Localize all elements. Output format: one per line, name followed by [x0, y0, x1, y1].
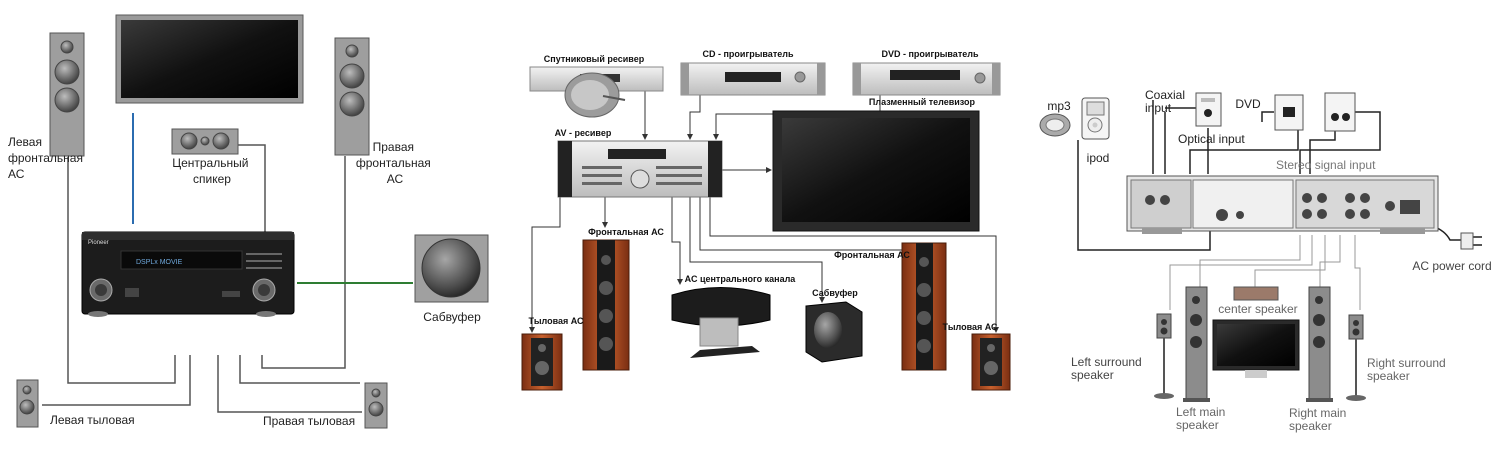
plasma-tv-label: Плазменный телевизор [869, 97, 976, 107]
mp3-player-icon [1039, 113, 1071, 137]
ac-power-label: AC power cord [1412, 259, 1491, 273]
rear-right-speaker-icon [364, 382, 388, 429]
av-receiver-middle-icon [557, 140, 723, 198]
rear-left-label: Левая тыловая [50, 413, 135, 427]
left-main-speaker-icon [1183, 286, 1210, 402]
center-speaker-room-label: center speaker [1218, 302, 1297, 316]
right-main-speaker-icon [1306, 286, 1333, 402]
rear-right-label: Правая тыловая [263, 414, 355, 428]
coaxial-input-icon [1195, 92, 1222, 127]
ac-plug-icon [1460, 232, 1482, 250]
ipod-label: ipod [1087, 151, 1110, 165]
rear-left-speaker-icon [16, 379, 39, 428]
dvd-player-icon [852, 62, 1001, 96]
subwoofer-middle-icon [805, 301, 863, 363]
cd-player-label: CD - проигрыватель [703, 49, 794, 59]
dvd-player-label: DVD - проигрыватель [882, 49, 979, 59]
panel-left-diagram: Левая фронтальная АС Правая фронтальная … [8, 14, 489, 429]
right-surround-speaker-icon [1346, 314, 1366, 401]
tv-screen [115, 14, 304, 104]
panel-right-diagram: mp3 ipod Coaxial input DVD [1039, 88, 1492, 433]
receiver-display: DSPLx MOVIE [136, 259, 183, 266]
front-left-tower-label: Фронтальная АС [588, 227, 664, 237]
panel-middle-diagram: Спутниковый ресивер CD - проигрыватель D… [521, 49, 1011, 391]
satellite-receiver-icon [529, 66, 664, 118]
center-channel-label: АС центрального канала [685, 274, 797, 284]
subwoofer-label: Сабвуфер [423, 310, 481, 324]
left-surround-speaker-icon [1154, 313, 1174, 399]
center-channel-icon [671, 287, 771, 358]
optical-input-label: Optical input [1178, 132, 1245, 146]
mp3-label: mp3 [1047, 99, 1071, 113]
ipod-icon [1081, 97, 1110, 140]
av-receiver-middle-label: AV - ресивер [555, 128, 612, 138]
center-speaker-room-icon [1233, 286, 1279, 301]
subwoofer-middle-label: Сабвуфер [812, 288, 858, 298]
stereo-signal-label: Stereo signal input [1276, 158, 1376, 172]
rear-left-bookshelf-icon [521, 333, 563, 391]
right-main-label: Right main speaker [1289, 406, 1350, 433]
front-left-label: Левая фронтальная АС [8, 135, 86, 181]
front-left-speaker-icon [49, 32, 85, 157]
rear-right-bookshelf-icon [971, 333, 1011, 391]
coaxial-label: Coaxial input [1145, 88, 1188, 115]
arrow-heads-middle [529, 134, 999, 333]
signal-cables-middle [531, 88, 997, 330]
center-speaker-label: Центральный спикер [172, 156, 252, 186]
center-speaker-icon [171, 128, 239, 155]
front-right-tower-label: Фронтальная АС [834, 250, 910, 260]
receiver-brand: Pioneer [88, 240, 109, 246]
rear-right-bookshelf-label: Тыловая АС [942, 322, 998, 332]
room-tv-icon [1212, 319, 1300, 378]
stereo-rca-icon [1324, 92, 1356, 132]
front-right-label: Правая фронтальная АС [356, 140, 434, 186]
front-right-tower-icon [901, 242, 947, 371]
cd-player-icon [680, 62, 826, 96]
subwoofer-icon [414, 234, 489, 303]
rear-left-bookshelf-label: Тыловая АС [528, 316, 584, 326]
left-main-label: Left main speaker [1176, 405, 1229, 432]
speaker-wires-right [1169, 235, 1361, 310]
dvd-label: DVD [1235, 97, 1261, 111]
dvd-output-icon [1274, 94, 1304, 131]
plasma-tv-icon [772, 110, 980, 232]
front-left-tower-icon [582, 239, 630, 371]
left-surround-label: Left surround speaker [1071, 355, 1145, 382]
front-right-speaker-icon [334, 37, 370, 156]
right-surround-label: Right surround speaker [1367, 356, 1449, 383]
satellite-receiver-label: Спутниковый ресивер [544, 54, 645, 64]
av-receiver-icon: DSPLx MOVIE Pioneer [81, 231, 295, 317]
amplifier-rear-panel [1126, 175, 1439, 234]
